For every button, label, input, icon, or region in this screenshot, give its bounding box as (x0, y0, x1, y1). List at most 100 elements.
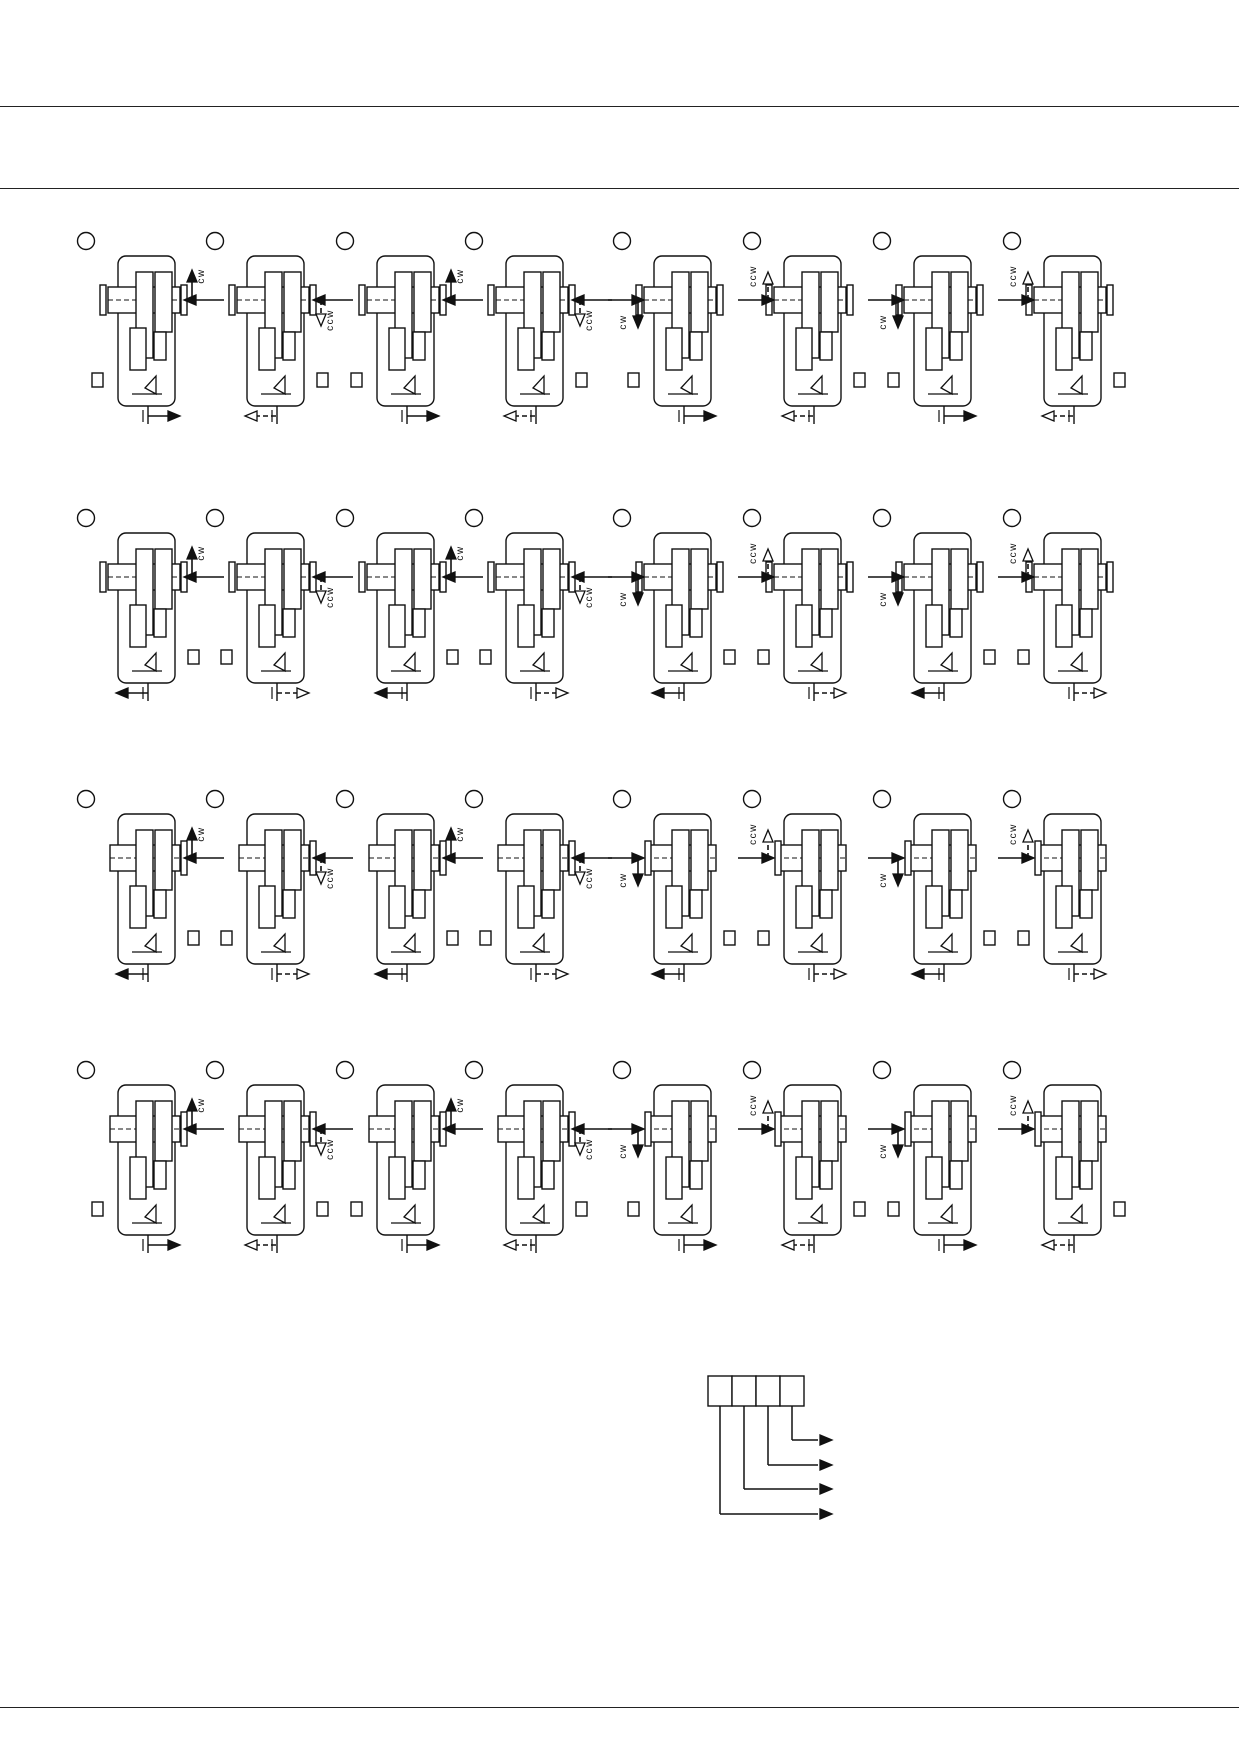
rotation-arrow-cw (892, 873, 904, 888)
gear-block-secondary (283, 829, 302, 891)
input-arrow-head (570, 571, 585, 583)
output-arrow-head (114, 968, 129, 980)
flange-plate (99, 561, 107, 593)
reference-circle (76, 231, 96, 251)
bevel-gear (679, 932, 693, 954)
gear-block-secondary (820, 271, 839, 333)
gear-unit-r3-c8: ccw (998, 789, 1108, 982)
gear-block-small (541, 608, 555, 638)
flange-plate (644, 1111, 652, 1147)
cw-label: cw (878, 1143, 889, 1158)
rotation-arrow-cw (445, 545, 457, 560)
gear-block-secondary (413, 1100, 432, 1162)
rotation-arrow-ccw (762, 270, 774, 285)
output-arrow-head (502, 410, 517, 422)
ccw-label: ccw (325, 867, 336, 889)
rotation-arrow-cw (445, 268, 457, 283)
flange-plate (358, 284, 366, 316)
gear-block-secondary (413, 829, 432, 891)
rotation-arrow-cw (632, 592, 644, 607)
output-arrow-head (555, 687, 570, 699)
gear-block-lower (925, 1156, 943, 1200)
ccw-label: ccw (584, 586, 595, 608)
gear-block-lower (129, 1156, 147, 1200)
rotation-arrow-cw (632, 315, 644, 330)
leader-arrow (819, 1508, 834, 1520)
rotation-arrow-cw (892, 1144, 904, 1159)
ccw-label: ccw (748, 542, 759, 564)
gear-block-lower (517, 1156, 535, 1200)
rotation-arrow-ccw (315, 1142, 327, 1157)
code-box (731, 1375, 757, 1407)
gear-block-lower (258, 885, 276, 929)
input-arrow-head (441, 294, 456, 306)
rotation-arrow-ccw (762, 828, 774, 843)
reference-circle (335, 231, 355, 251)
ccw-label: ccw (748, 1094, 759, 1116)
cw-label: cw (196, 545, 207, 560)
gear-unit-r2-c5: cw (608, 508, 736, 701)
bevel-gear (1069, 1203, 1083, 1225)
bevel-gear (143, 374, 157, 396)
reference-circle (612, 789, 632, 809)
bevel-gear (809, 374, 823, 396)
gear-block-small (282, 331, 296, 361)
cw-label: cw (618, 314, 629, 329)
foot-pad (887, 1201, 900, 1217)
foot-pad (887, 372, 900, 388)
gear-block-small (412, 1160, 426, 1190)
flange-plate (487, 561, 495, 593)
flange-plate (228, 561, 236, 593)
reference-circle (872, 231, 892, 251)
reference-circle (335, 789, 355, 809)
input-arrow-head (570, 294, 585, 306)
gear-block-lower (1055, 327, 1073, 371)
flange-plate (904, 1111, 912, 1147)
output-arrow-head (833, 687, 848, 699)
input-arrow-head (182, 294, 197, 306)
gear-block-small (282, 889, 296, 919)
gear-unit-r2-c6: ccw (738, 508, 854, 701)
reference-circle (464, 1060, 484, 1080)
gear-block-lower (925, 885, 943, 929)
input-arrow-head (311, 294, 326, 306)
foot-pad (446, 930, 459, 946)
gear-block-secondary (690, 548, 709, 610)
flange-plate (904, 840, 912, 876)
gear-block-secondary (413, 548, 432, 610)
output-arrow-head (703, 410, 718, 422)
cw-label: cw (618, 872, 629, 887)
output-arrow-head (296, 968, 311, 980)
reference-circle (335, 1060, 355, 1080)
gear-block-secondary (283, 271, 302, 333)
gear-block-small (689, 331, 703, 361)
footer-rule (0, 1707, 1239, 1708)
gear-block-secondary (542, 1100, 561, 1162)
rotation-arrow-cw (632, 1144, 644, 1159)
gear-block-lower (795, 885, 813, 929)
gear-block-small (412, 889, 426, 919)
foot-pad (723, 649, 736, 665)
gear-block-lower (795, 327, 813, 371)
bevel-gear (272, 1203, 286, 1225)
flange-plate (228, 284, 236, 316)
foot-pad (187, 930, 200, 946)
output-arrow-head (833, 968, 848, 980)
gear-unit-r2-c7: cw (868, 508, 996, 701)
output-arrow-head (167, 410, 182, 422)
input-arrow-head (570, 852, 585, 864)
gear-block-secondary (1080, 548, 1099, 610)
gear-block-secondary (154, 829, 173, 891)
flange-plate (716, 561, 724, 593)
gear-block-small (412, 331, 426, 361)
output-arrow-head (963, 410, 978, 422)
bevel-gear (143, 1203, 157, 1225)
gear-block-small (282, 608, 296, 638)
reference-circle (742, 1060, 762, 1080)
gear-block-secondary (820, 548, 839, 610)
foot-pad (627, 1201, 640, 1217)
gear-unit-r3-c1: cw (76, 789, 224, 982)
reference-circle (464, 789, 484, 809)
gear-block-small (412, 608, 426, 638)
foot-pad (723, 930, 736, 946)
